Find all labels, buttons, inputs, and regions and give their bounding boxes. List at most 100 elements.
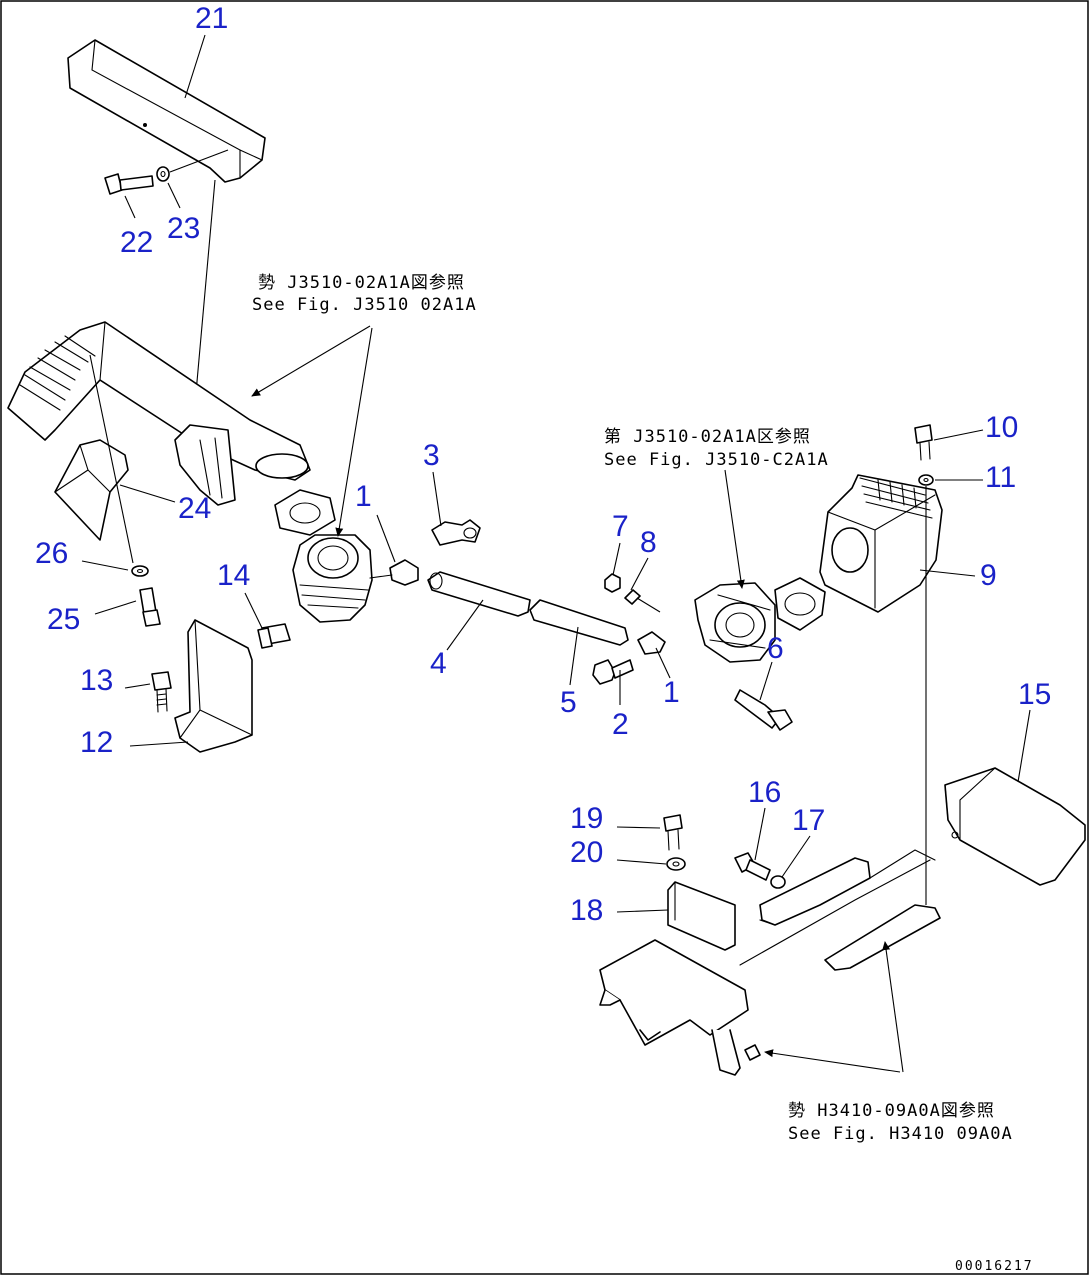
part-24-cover bbox=[54, 439, 129, 541]
leader-3 bbox=[432, 471, 442, 527]
callout-9: 9 bbox=[980, 559, 997, 592]
leader-5 bbox=[569, 626, 579, 686]
leader-1a bbox=[376, 514, 396, 563]
leader-10 bbox=[933, 429, 984, 441]
leader-15 bbox=[1017, 709, 1031, 783]
leader-23 bbox=[167, 182, 181, 209]
leader-8 bbox=[630, 557, 649, 591]
leader-25 bbox=[94, 600, 137, 615]
part-10-bolt bbox=[914, 424, 933, 461]
callout-4: 4 bbox=[430, 647, 447, 680]
part-13-bolt bbox=[151, 671, 172, 713]
leader-7 bbox=[612, 542, 621, 576]
leader-22 bbox=[124, 195, 136, 219]
part-2-bolt bbox=[592, 659, 634, 685]
part-15-cover bbox=[944, 767, 1086, 886]
leader-23-to-21 bbox=[169, 149, 229, 173]
part-duct-bellows bbox=[7, 321, 311, 506]
reference-2-jp: 第 J3510-02A1A区参照 bbox=[604, 427, 811, 447]
reference-1-en: See Fig. J3510 02A1A bbox=[252, 295, 477, 315]
part-7-nut bbox=[604, 573, 621, 593]
part-16-bolt bbox=[734, 852, 771, 881]
callout-7: 7 bbox=[612, 510, 629, 543]
leader-14 bbox=[244, 592, 263, 629]
part-26-washer bbox=[131, 565, 149, 577]
leader-19 bbox=[616, 826, 661, 829]
leader-26-long bbox=[89, 354, 134, 564]
part-3-sensor bbox=[431, 519, 481, 546]
callout-21: 21 bbox=[195, 2, 228, 35]
callout-15: 15 bbox=[1018, 678, 1051, 711]
leader-9 bbox=[919, 569, 976, 577]
part-air-cleaner-left bbox=[292, 534, 373, 623]
leader-20 bbox=[616, 859, 667, 865]
part-5-tube bbox=[529, 599, 629, 646]
callout-14: 14 bbox=[217, 559, 250, 592]
part-20-washer bbox=[666, 857, 686, 871]
callout-25: 25 bbox=[47, 603, 80, 636]
callout-22: 22 bbox=[120, 226, 153, 259]
ref3-arrow-a bbox=[764, 1049, 901, 1073]
part-19-bolt bbox=[663, 814, 683, 851]
leader-16 bbox=[754, 807, 766, 861]
callout-20: 20 bbox=[570, 836, 603, 869]
leader-24 bbox=[119, 484, 176, 503]
callout-3: 3 bbox=[423, 439, 440, 472]
leader-1b bbox=[655, 647, 671, 679]
leader-4 bbox=[446, 599, 484, 651]
part-12-bracket bbox=[174, 619, 253, 753]
part-18-bracket bbox=[667, 881, 736, 951]
document-number: 00016217 bbox=[955, 1259, 1034, 1274]
reference-2-en: See Fig. J3510-C2A1A bbox=[604, 450, 829, 470]
leader-17 bbox=[781, 835, 811, 878]
leader-6 bbox=[759, 661, 773, 701]
callout-18: 18 bbox=[570, 894, 603, 927]
reference-3-en: See Fig. H3410 09A0A bbox=[788, 1124, 1013, 1144]
part-1-clamp-left bbox=[369, 559, 419, 586]
part-1-clamp-right bbox=[637, 631, 666, 655]
callout-19: 19 bbox=[570, 802, 603, 835]
part-gasket-right bbox=[774, 577, 826, 631]
ref1-arrow-a bbox=[251, 325, 371, 397]
part-gasket-left bbox=[274, 489, 336, 536]
callout-10: 10 bbox=[985, 411, 1018, 444]
part-9-filter-housing bbox=[819, 474, 943, 613]
reference-3-jp: 勢 H3410-09A0A図参照 bbox=[788, 1101, 995, 1121]
leader-18 bbox=[616, 909, 669, 913]
part-4-tube bbox=[427, 571, 531, 617]
part-lower-frame bbox=[599, 849, 941, 1076]
part-6-bolt bbox=[734, 689, 793, 731]
callout-1-left: 1 bbox=[355, 480, 372, 513]
callout-13: 13 bbox=[80, 664, 113, 697]
part-11-washer bbox=[918, 474, 934, 486]
callout-11: 11 bbox=[985, 461, 1016, 494]
callout-5: 5 bbox=[560, 686, 577, 719]
leader-8-assy bbox=[636, 597, 661, 613]
part-17-nut bbox=[770, 875, 786, 889]
ref2-arrow bbox=[724, 469, 745, 589]
ref3-arrow-b bbox=[882, 941, 904, 1073]
callout-23: 23 bbox=[167, 212, 200, 245]
part-air-cleaner-right bbox=[694, 582, 776, 663]
ref1-arrow-b bbox=[335, 327, 373, 537]
leader-13 bbox=[124, 683, 151, 689]
part-23-washer bbox=[156, 166, 170, 182]
part-25-bolt bbox=[139, 587, 161, 627]
part-21-upper-cover bbox=[67, 39, 266, 183]
part-14-bolt bbox=[257, 623, 291, 649]
callout-17: 17 bbox=[792, 804, 825, 837]
part-22-bolt bbox=[104, 173, 154, 195]
callout-26: 26 bbox=[35, 537, 68, 570]
leader-21 bbox=[184, 34, 206, 99]
leader-12 bbox=[129, 741, 189, 747]
leader-26 bbox=[81, 560, 129, 571]
callout-8: 8 bbox=[640, 526, 657, 559]
callout-24: 24 bbox=[178, 492, 211, 525]
callout-16: 16 bbox=[748, 776, 781, 809]
callout-1-right: 1 bbox=[663, 676, 680, 709]
part-8-washer bbox=[624, 589, 641, 605]
callout-6: 6 bbox=[767, 632, 784, 665]
callout-12: 12 bbox=[80, 726, 113, 759]
